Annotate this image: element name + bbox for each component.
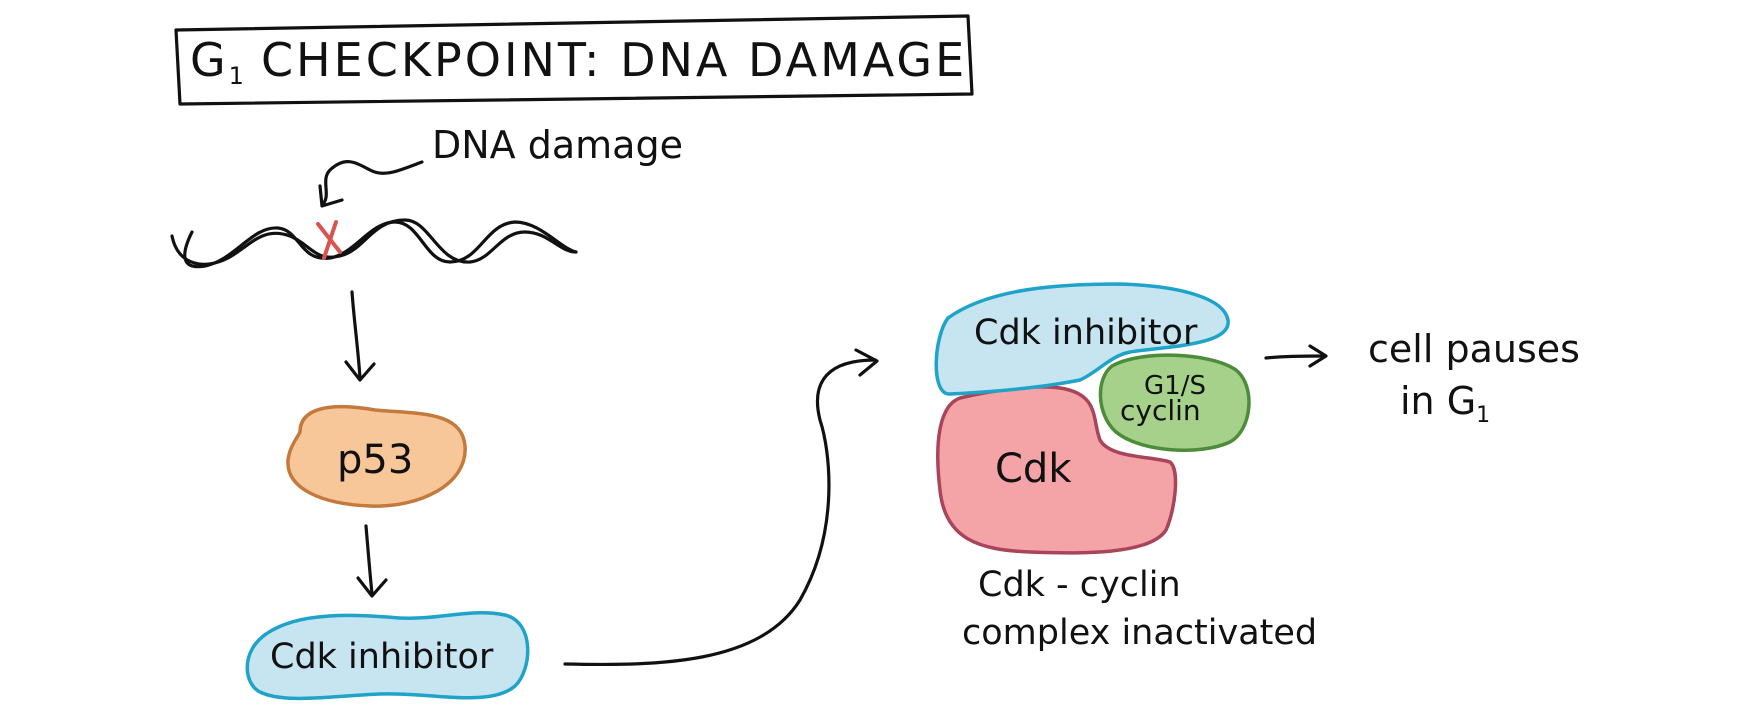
cdk-inhibitor-node-left: Cdk inhibitor: [245, 611, 530, 701]
p53-label: p53: [337, 437, 413, 483]
title-box: G1 CHECKPOINT: DNA DAMAGE: [174, 14, 974, 106]
dna-damage-label: DNA damage: [432, 123, 683, 167]
arrow-dna-to-p53: [344, 290, 376, 382]
outcome-line-2: in G1: [1400, 379, 1490, 428]
g1s-label: G1/S: [1144, 371, 1206, 401]
g1s-cyclin-node: G1/S cyclin: [1098, 353, 1251, 453]
p53-node: p53: [286, 404, 467, 508]
cdk-inhibitor-label-left: Cdk inhibitor: [270, 637, 494, 677]
outcome-g-subscript: 1: [1476, 403, 1490, 428]
title-g: G: [190, 33, 229, 87]
cdk-inhibitor-node-complex: Cdk inhibitor: [934, 282, 1230, 396]
cdk-inhibitor-label-complex: Cdk inhibitor: [974, 313, 1198, 353]
title-g-subscript: 1: [229, 62, 247, 90]
arrow-p53-to-inhibitor: [356, 524, 388, 598]
dna-double-helix-icon: [170, 218, 578, 269]
cyclin-label: cyclin: [1120, 394, 1201, 427]
complex-caption-line-1: Cdk - cyclin: [978, 565, 1181, 605]
damage-pointer-arrow: [318, 160, 424, 208]
cdk-node: Cdk: [936, 385, 1178, 555]
complex-caption-line-2: complex inactivated: [962, 613, 1317, 653]
dna-damage-mark-icon: [316, 220, 342, 260]
cdk-label: Cdk: [995, 446, 1072, 492]
outcome-line-2-prefix: in G: [1400, 379, 1476, 423]
title-text: CHECKPOINT: DNA DAMAGE: [261, 33, 967, 87]
arrow-inhibitor-to-complex: [563, 348, 879, 667]
arrow-complex-to-outcome: [1264, 344, 1328, 368]
outcome-line-1: cell pauses: [1368, 327, 1580, 371]
